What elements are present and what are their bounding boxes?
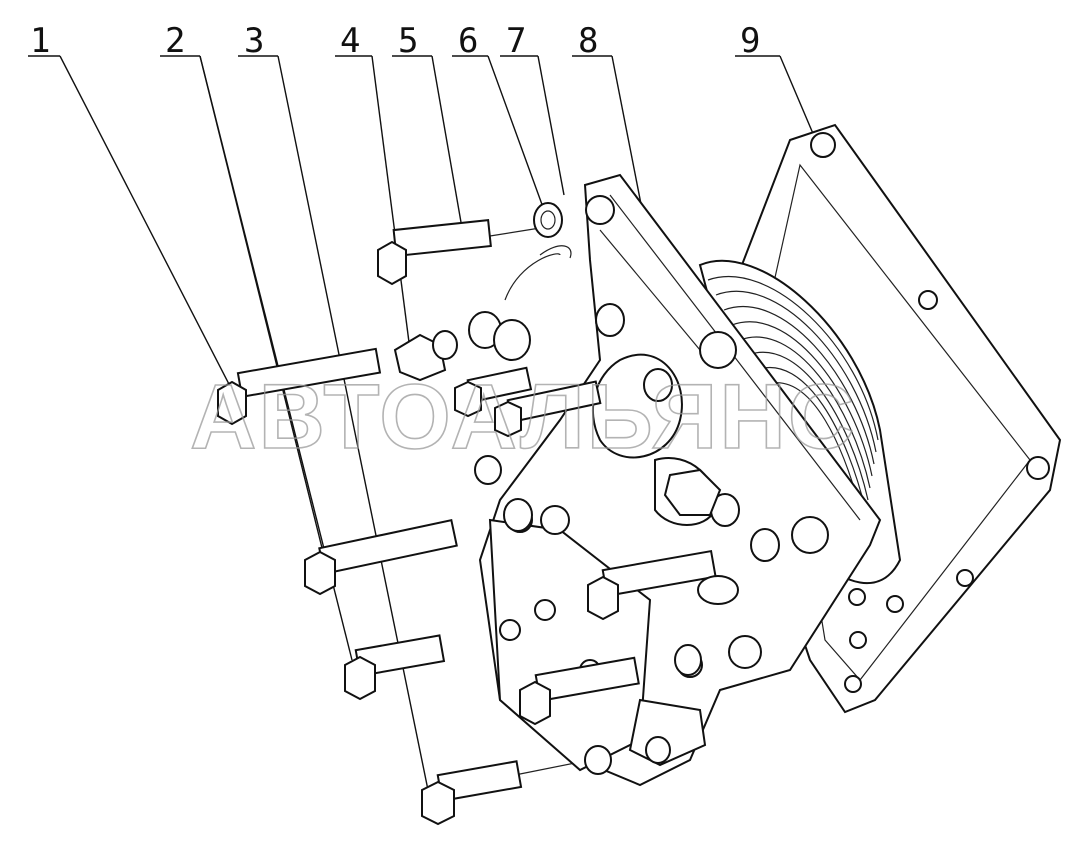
bolts [217,219,717,826]
bolt-lower-center [519,656,640,726]
bolt-2-upper [304,519,458,596]
callout-3: 3 [244,21,264,61]
callout-5: 5 [398,21,418,61]
callout-7: 7 [506,21,526,61]
callout-2: 2 [165,21,185,61]
bolt-5 [377,219,492,286]
callout-6: 6 [458,21,478,61]
bolt-2-lower [344,634,446,701]
callout-9: 9 [740,21,760,61]
bolt-center [587,549,717,621]
bolt-1 [217,347,382,426]
callout-8: 8 [578,21,598,61]
callout-labels: 1 2 3 4 5 6 7 8 9 [30,21,760,61]
watermark-text: АВТОАЛЬЯНС [190,366,856,468]
fittings [393,202,780,775]
callout-4: 4 [340,21,360,61]
bolt-inner-2 [454,366,533,418]
callout-1: 1 [30,21,50,61]
bolt-3 [421,760,523,826]
bolt-inner [494,380,602,438]
